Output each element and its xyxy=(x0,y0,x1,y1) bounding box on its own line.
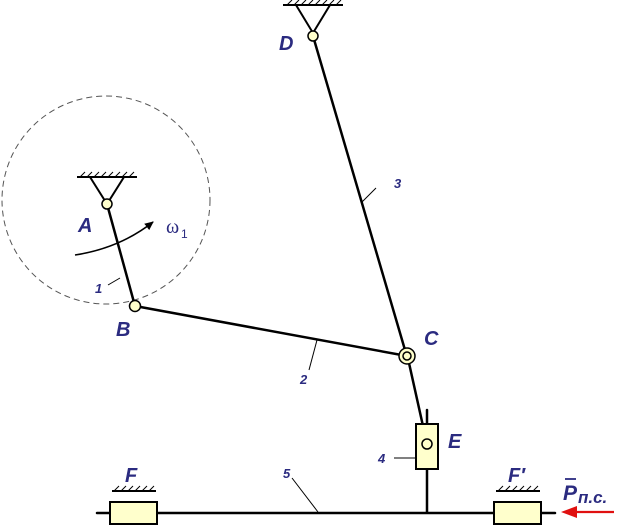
slider-f xyxy=(109,501,158,525)
label-f: F xyxy=(125,465,138,487)
hatch-f xyxy=(112,485,156,492)
ground-support-a xyxy=(77,171,137,206)
label-link-2: 2 xyxy=(299,372,308,387)
joint-e xyxy=(421,438,433,450)
label-force-subscript: п.с. xyxy=(578,488,607,507)
label-e: E xyxy=(448,431,462,453)
crank-trajectory-circle xyxy=(1,95,211,305)
label-omega: ω xyxy=(166,216,179,238)
hatch-f-prime xyxy=(496,485,540,492)
joint-d xyxy=(307,30,319,42)
slider-f-prime xyxy=(493,501,542,525)
label-c: C xyxy=(424,328,439,350)
label-link-4: 4 xyxy=(377,451,386,466)
label-link-3: 3 xyxy=(394,176,402,191)
ground-support-d xyxy=(283,0,343,35)
link-2-connecting-rod xyxy=(133,304,409,358)
angular-velocity-arrow xyxy=(74,221,154,256)
label-omega-subscript: 1 xyxy=(181,227,188,241)
label-d: D xyxy=(279,33,293,55)
joint-c-inner xyxy=(402,351,412,361)
label-force: P xyxy=(563,482,578,505)
joint-a xyxy=(101,198,113,210)
label-link-5: 5 xyxy=(283,466,291,481)
link-3-rocker xyxy=(311,34,407,352)
link-1-crank xyxy=(105,202,137,308)
label-f-prime: F′ xyxy=(508,465,526,487)
label-link-1: 1 xyxy=(95,281,102,296)
label-a: A xyxy=(77,215,92,237)
force-arrow xyxy=(561,506,614,518)
joint-b xyxy=(128,299,142,313)
label-b: B xyxy=(116,319,130,341)
